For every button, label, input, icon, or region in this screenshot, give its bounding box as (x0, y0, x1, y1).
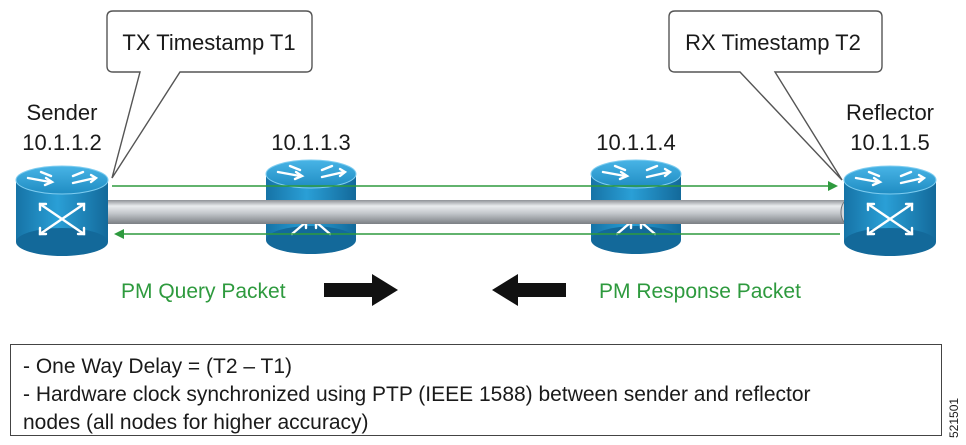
note-line-nodes: nodes (all nodes for higher accuracy) (23, 411, 369, 434)
tx-timestamp-label: TX Timestamp T1 (122, 30, 295, 55)
figure-number-text: 521501 (947, 398, 961, 438)
sender-ip-label: 10.1.1.2 (22, 130, 102, 155)
router-arrows-icon (26, 170, 99, 187)
note-line-delay: - One Way Delay = (T2 – T1) (23, 355, 293, 378)
hop2-ip-label: 10.1.1.4 (596, 130, 676, 155)
query-direction-arrow (324, 274, 398, 306)
rx-timestamp-label: RX Timestamp T2 (685, 30, 861, 55)
crossover-icon (866, 202, 914, 236)
network-diagram: TX Timestamp T1 RX Timestamp T2 Sender 1… (15, 10, 937, 306)
rx-timestamp-callout: RX Timestamp T2 (668, 10, 883, 181)
note-line-ptp: - Hardware clock synchronized using PTP … (23, 383, 811, 406)
figure-number: 521501 (947, 398, 961, 438)
crossover-icon (38, 202, 86, 236)
sender-role-label: Sender (27, 100, 98, 125)
router-reflector (843, 165, 937, 256)
router-sender (15, 165, 109, 256)
link-pipe (90, 199, 856, 225)
reflector-role-label: Reflector (846, 100, 934, 125)
tx-timestamp-callout: TX Timestamp T1 (106, 10, 313, 179)
reflector-ip-label: 10.1.1.5 (850, 130, 930, 155)
query-packet-label: PM Query Packet (121, 280, 286, 303)
notes-box: - One Way Delay = (T2 – T1) - Hardware c… (10, 344, 942, 436)
router-arrows-icon (276, 164, 348, 181)
hop1-ip-label: 10.1.1.3 (271, 130, 351, 155)
response-packet-label: PM Response Packet (599, 280, 801, 303)
response-direction-arrow (492, 274, 566, 306)
router-arrows-icon (601, 164, 673, 181)
router-arrows-icon (854, 170, 927, 187)
